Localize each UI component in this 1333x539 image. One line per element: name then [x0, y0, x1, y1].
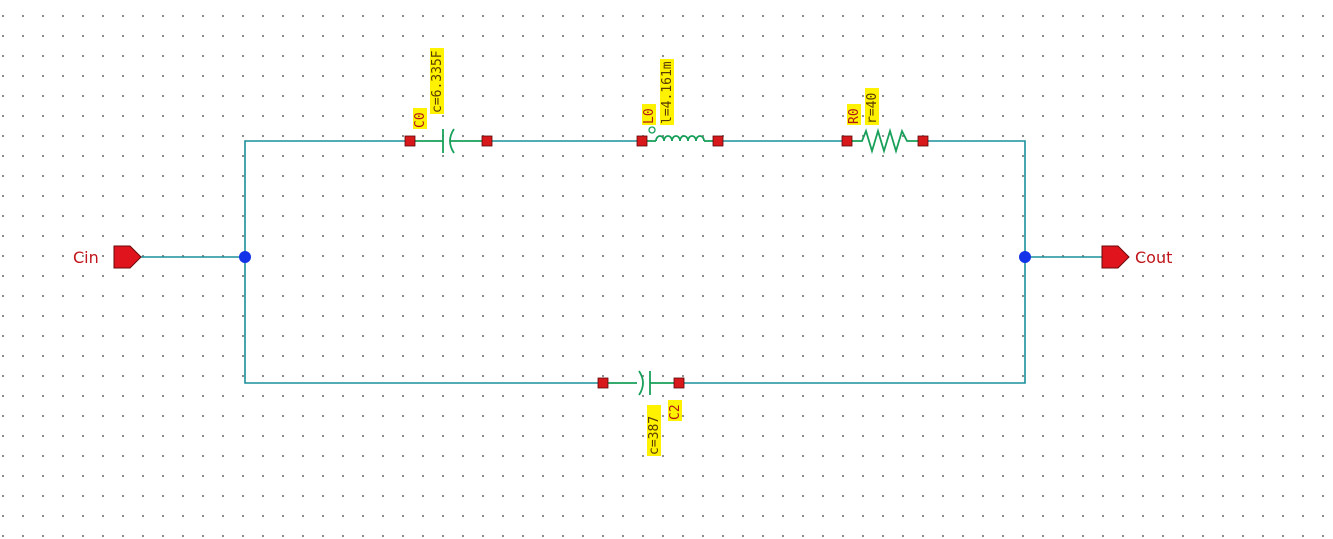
capacitor-c0-pin-1[interactable]: [404, 135, 416, 147]
capacitor-c0-name: C0: [413, 112, 428, 128]
capacitor-c2-value: c=387: [647, 416, 662, 455]
wire-top-left[interactable]: [244, 140, 603, 384]
inductor-l0-pin-1[interactable]: [636, 135, 648, 147]
input-port-label: Cin: [73, 248, 99, 267]
wire-right[interactable]: [679, 140, 1026, 384]
resistor-r0-pin-2[interactable]: [917, 135, 929, 147]
junction-right[interactable]: [1019, 251, 1031, 263]
resistor-r0-zigzag: [852, 127, 918, 155]
inductor-l0-polarity-dot: [648, 126, 656, 134]
output-port-icon[interactable]: [1101, 245, 1130, 269]
capacitor-c0-value: c=6.335F: [430, 50, 445, 113]
inductor-l0-name: L0: [642, 108, 657, 124]
capacitor-c0[interactable]: C0 c=6.335F: [404, 48, 493, 154]
output-port-label: Cout: [1135, 248, 1172, 267]
inductor-l0-coil: [655, 135, 705, 142]
resistor-r0-pin-1[interactable]: [841, 135, 853, 147]
inductor-l0[interactable]: L0 l=4.161m: [636, 59, 724, 147]
capacitor-c2-name: C2: [668, 404, 683, 420]
resistor-r0-value: r=40: [865, 93, 880, 124]
resistor-r0-name: R0: [847, 108, 862, 124]
capacitor-c2-pin-2[interactable]: [673, 377, 685, 389]
output-port[interactable]: Cout: [1101, 245, 1172, 269]
input-port[interactable]: Cin: [73, 245, 142, 269]
resistor-r0[interactable]: R0 r=40: [841, 88, 929, 155]
capacitor-c2-pin-1[interactable]: [597, 377, 609, 389]
input-port-icon[interactable]: [113, 245, 142, 269]
inductor-l0-pin-2[interactable]: [712, 135, 724, 147]
wires: [140, 140, 1103, 384]
capacitor-c2-curved-plate: [638, 370, 644, 396]
inductor-l0-value: l=4.161m: [660, 61, 675, 124]
capacitor-c0-pin-2[interactable]: [481, 135, 493, 147]
junction-left[interactable]: [239, 251, 251, 263]
capacitor-c2[interactable]: c=387 C2: [597, 370, 685, 456]
